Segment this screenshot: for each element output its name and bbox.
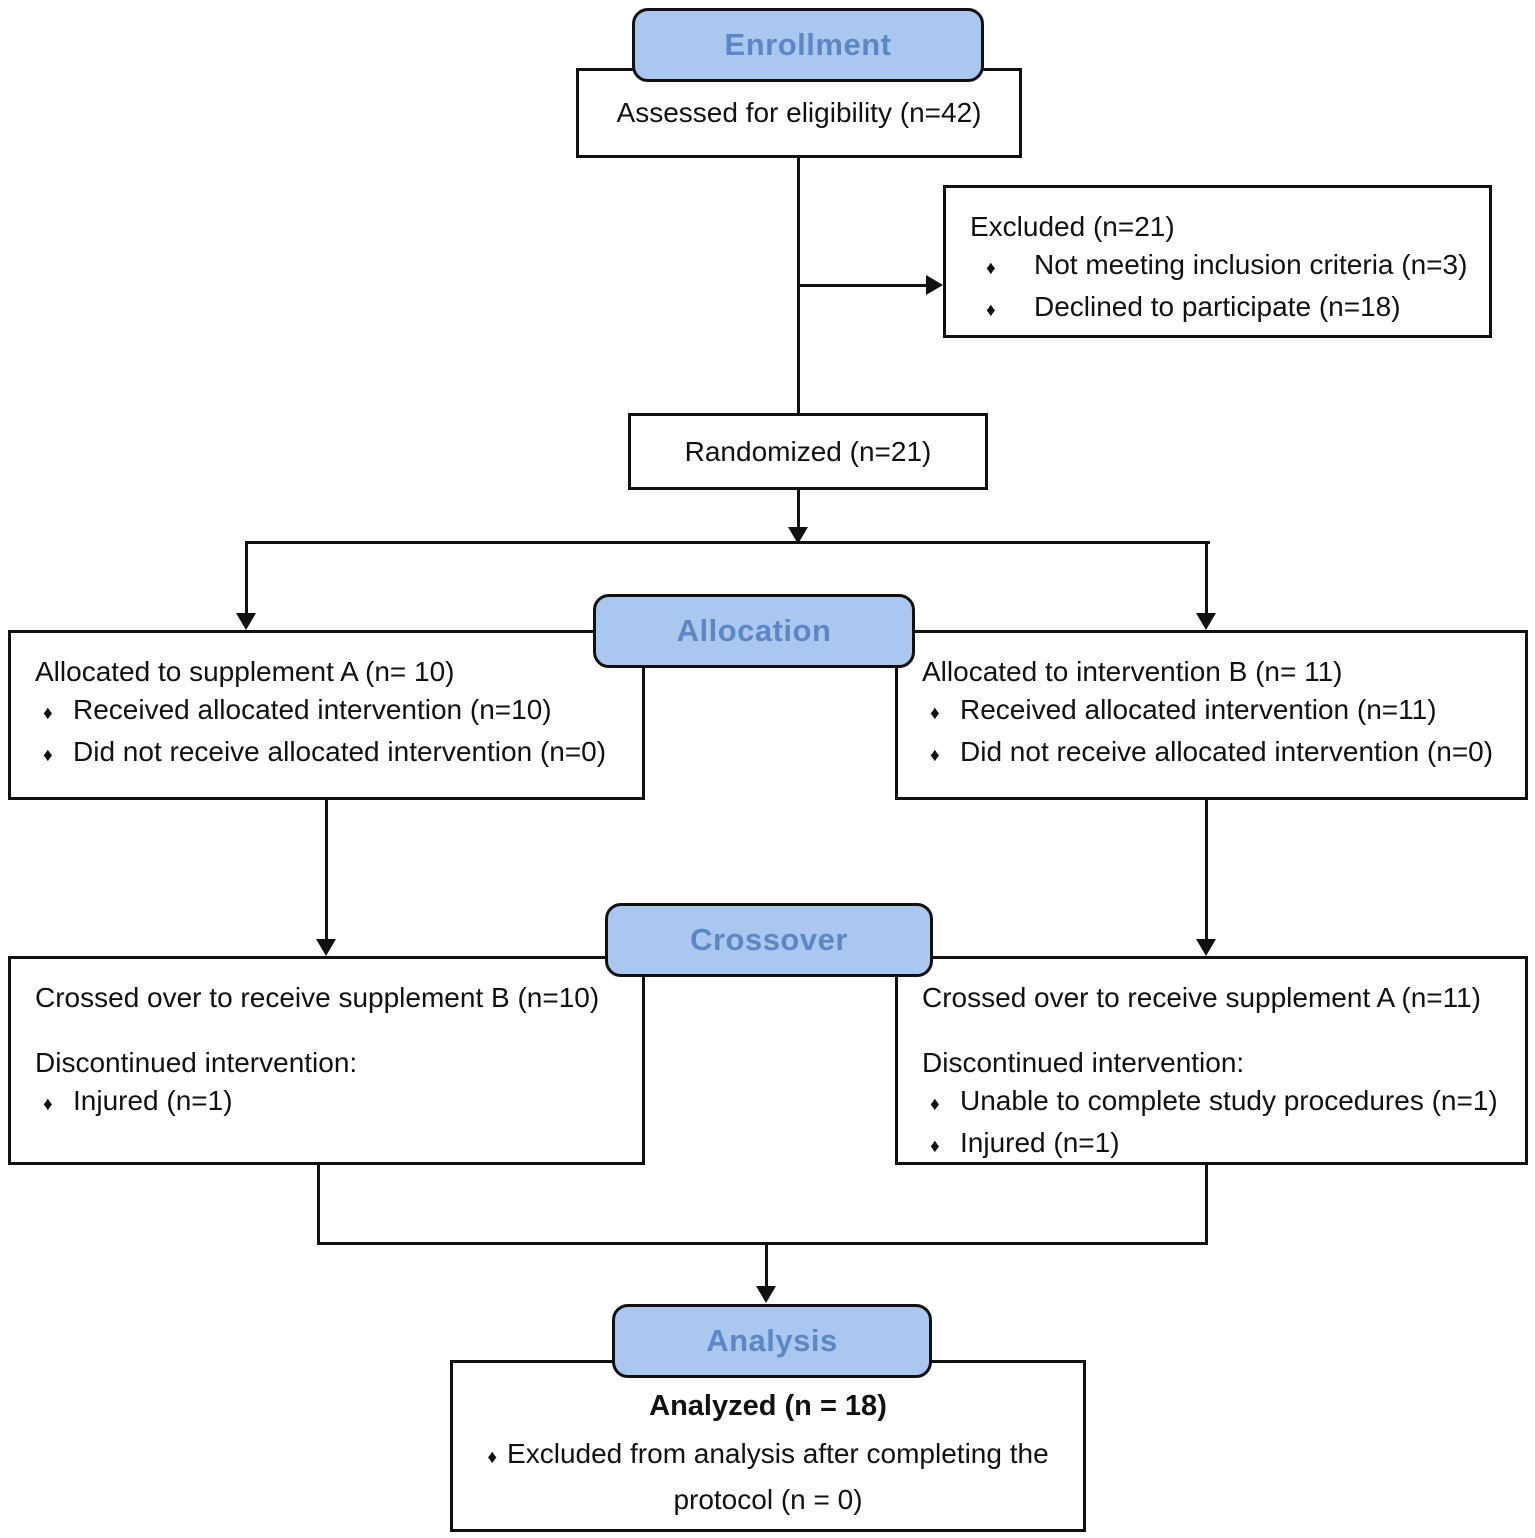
connector-to-excluded — [797, 284, 929, 287]
allocation-left-bullet-text: Received allocated intervention (n=10) — [73, 694, 552, 725]
connector-alloc-crossover-right — [1205, 798, 1208, 941]
randomized-box: Randomized (n=21) — [628, 413, 988, 490]
arrow-down-icon — [316, 939, 336, 956]
diamond-bullet-icon: ♦ — [487, 1447, 498, 1468]
crossover-right-title: Crossed over to receive supplement A (n=… — [922, 982, 1482, 1013]
allocation-right-bullet-item: ♦ Received allocated intervention (n=11) — [922, 691, 1505, 733]
crossover-left-bullet-item: ♦ Injured (n=1) — [35, 1082, 622, 1124]
crossover-left-bullet-text: Injured (n=1) — [73, 1085, 233, 1116]
arrow-down-icon — [236, 613, 256, 630]
allocation-right-title: Allocated to intervention B (n= 11) — [922, 656, 1343, 687]
assessed-text: Assessed for eligibility (n=42) — [616, 97, 982, 128]
connector-crossover-right-down — [1205, 1163, 1208, 1245]
excluded-bullet-item: ♦ Not meeting inclusion criteria (n=3) — [970, 246, 1469, 288]
allocation-phase-label: Allocation — [676, 613, 832, 648]
analysis-phase-label: Analysis — [706, 1323, 838, 1358]
enrollment-phase-label: Enrollment — [724, 27, 892, 62]
analysis-phase-header: Analysis — [612, 1304, 932, 1378]
crossover-phase-label: Crossover — [690, 922, 848, 957]
crossover-right-bullet-text: Unable to complete study procedures (n=1… — [960, 1085, 1498, 1116]
crossover-right-bullet-item: ♦ Unable to complete study procedures (n… — [922, 1082, 1505, 1124]
diamond-bullet-icon: ♦ — [43, 745, 53, 766]
allocation-right-bullet-text: Received allocated intervention (n=11) — [960, 694, 1437, 725]
crossover-left-title: Crossed over to receive supplement B (n=… — [35, 982, 600, 1013]
crossover-right-box: Crossed over to receive supplement A (n=… — [895, 956, 1528, 1165]
excluded-title: Excluded (n=21) — [970, 211, 1175, 242]
diamond-bullet-icon: ♦ — [43, 1094, 53, 1115]
crossover-left-note: Discontinued intervention: — [35, 1047, 358, 1078]
allocation-left-bullet-text: Did not receive allocated intervention (… — [73, 736, 607, 767]
allocation-phase-header: Allocation — [593, 594, 915, 668]
branch-line-allocation — [245, 541, 1210, 544]
arrow-right-icon — [926, 275, 943, 295]
diamond-bullet-icon: ♦ — [43, 703, 53, 724]
connector-branch-alloc-right — [1205, 541, 1208, 615]
crossover-right-bullet-text: Injured (n=1) — [960, 1127, 1120, 1158]
crossover-phase-header: Crossover — [605, 903, 933, 977]
analyzed-bullet-item: ♦ Excluded from analysis after completing… — [478, 1433, 1058, 1521]
connector-merge-analysis — [765, 1242, 768, 1288]
allocation-right-bullet-text: Did not receive allocated intervention (… — [960, 736, 1494, 767]
enrollment-phase-header: Enrollment — [632, 8, 984, 82]
excluded-bullet-item: ♦ Declined to participate (n=18) — [970, 288, 1469, 330]
excluded-bullet-text: Not meeting inclusion criteria (n=3) — [1034, 249, 1468, 280]
allocation-left-bullet-item: ♦ Received allocated intervention (n=10) — [35, 691, 622, 733]
diamond-bullet-icon: ♦ — [986, 258, 996, 279]
analyzed-box: Analyzed (n = 18) ♦ Excluded from analysi… — [450, 1360, 1086, 1532]
connector-branch-alloc-left — [245, 541, 248, 615]
allocation-right-box: Allocated to intervention B (n= 11) ♦ Re… — [895, 630, 1528, 800]
randomized-text: Randomized (n=21) — [684, 435, 932, 467]
diamond-bullet-icon: ♦ — [930, 1094, 940, 1115]
diamond-bullet-icon: ♦ — [930, 1136, 940, 1157]
arrow-down-icon — [756, 1286, 776, 1303]
crossover-left-box: Crossed over to receive supplement B (n=… — [8, 956, 645, 1165]
arrow-down-icon — [1196, 939, 1216, 956]
connector-alloc-crossover-left — [325, 798, 328, 941]
arrow-down-icon — [1196, 613, 1216, 630]
diamond-bullet-icon: ♦ — [986, 300, 996, 321]
excluded-box: Excluded (n=21) ♦ Not meeting inclusion … — [943, 185, 1492, 338]
connector-crossover-left-down — [317, 1163, 320, 1245]
diamond-bullet-icon: ♦ — [930, 703, 940, 724]
analyzed-title: Analyzed (n = 18) — [649, 1390, 887, 1422]
analyzed-bullet-text: Excluded from analysis after completing … — [507, 1438, 1049, 1515]
connector-randomized-branch — [797, 488, 800, 530]
arrow-down-icon — [788, 527, 808, 544]
merge-line-analysis — [317, 1242, 1208, 1245]
allocation-left-title: Allocated to supplement A (n= 10) — [35, 656, 455, 687]
crossover-right-bullet-item: ♦ Injured (n=1) — [922, 1124, 1505, 1166]
allocation-left-bullet-item: ♦ Did not receive allocated intervention… — [35, 733, 622, 775]
allocation-right-bullet-item: ♦ Did not receive allocated intervention… — [922, 733, 1505, 775]
crossover-right-note: Discontinued intervention: — [922, 1047, 1245, 1078]
excluded-bullet-text: Declined to participate (n=18) — [1034, 291, 1401, 322]
allocation-left-box: Allocated to supplement A (n= 10) ♦ Rece… — [8, 630, 645, 800]
diamond-bullet-icon: ♦ — [930, 745, 940, 766]
